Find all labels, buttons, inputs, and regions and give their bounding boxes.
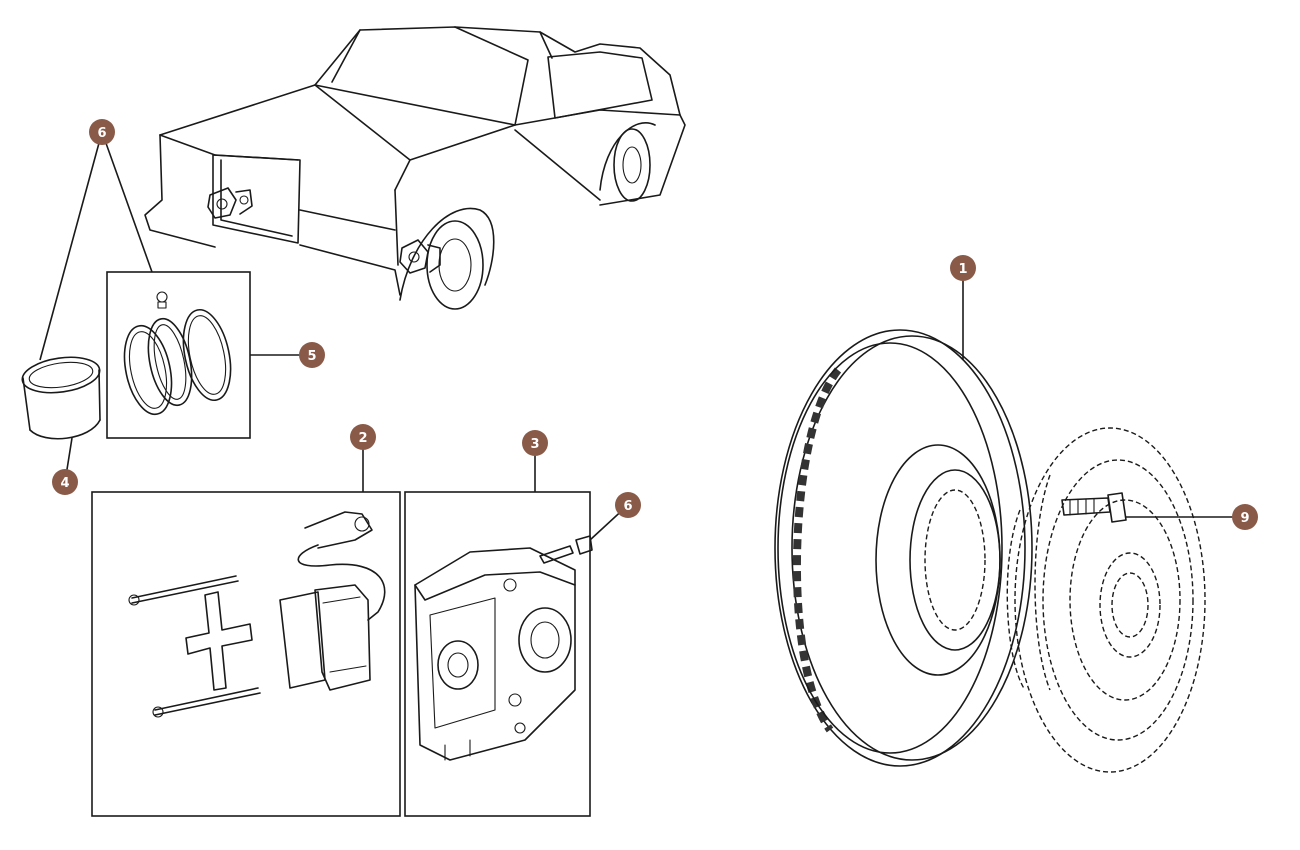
callout-9: 9 bbox=[1232, 504, 1258, 530]
callout-2: 2 bbox=[350, 424, 376, 450]
callout-badge bbox=[950, 255, 976, 281]
callout-badge bbox=[299, 342, 325, 368]
front-right-brake-icon bbox=[399, 239, 441, 274]
callout-label: 2 bbox=[358, 431, 367, 446]
callout-badge bbox=[89, 119, 115, 145]
callout-6-top: 6 bbox=[89, 119, 115, 145]
callout-3: 3 bbox=[522, 430, 548, 456]
car-overview-illustration bbox=[144, 26, 686, 310]
front-left-brake-icon bbox=[207, 187, 253, 219]
brake-pad-kit-box bbox=[91, 491, 401, 817]
brake-disc-and-hub bbox=[774, 329, 1206, 773]
callout-badge bbox=[522, 430, 548, 456]
callout-label: 6 bbox=[97, 126, 106, 141]
callout-5: 5 bbox=[299, 342, 325, 368]
callout-label: 1 bbox=[958, 262, 967, 277]
callout-label: 5 bbox=[307, 349, 316, 364]
callout-badge bbox=[350, 424, 376, 450]
callout-badge bbox=[52, 469, 78, 495]
piston-illustration bbox=[21, 356, 101, 440]
caliper-box bbox=[404, 491, 593, 817]
callout-4: 4 bbox=[52, 469, 78, 495]
callout-badge bbox=[1232, 504, 1258, 530]
callout-6-right: 6 bbox=[615, 492, 641, 518]
callout-1: 1 bbox=[950, 255, 976, 281]
callout-label: 6 bbox=[623, 499, 632, 514]
callout-label: 9 bbox=[1240, 511, 1249, 526]
callout-label: 4 bbox=[60, 476, 69, 491]
callout-badge bbox=[615, 492, 641, 518]
seal-kit-box bbox=[106, 271, 251, 439]
callout-label: 3 bbox=[530, 437, 539, 452]
